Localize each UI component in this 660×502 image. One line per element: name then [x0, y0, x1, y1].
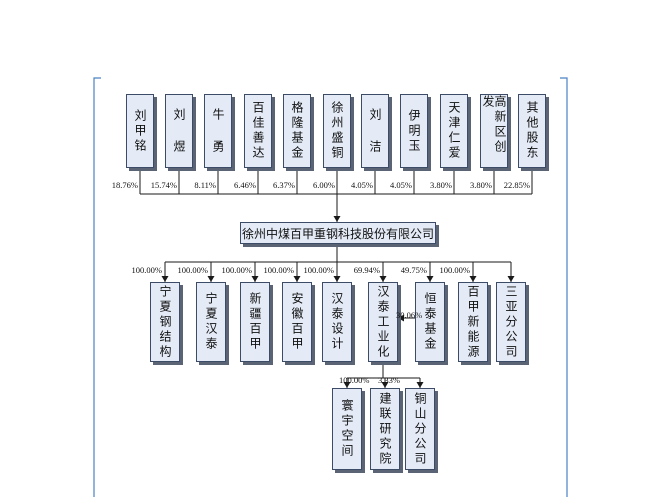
third-level-arrow	[416, 382, 424, 388]
subsidiary-box: 恒泰基金	[415, 282, 445, 362]
subsidiary-pct: 69.94%	[353, 265, 380, 275]
third-level-pct: 3.33%	[378, 375, 400, 385]
subsidiary-pct: 100.00%	[221, 265, 252, 275]
third-level-arrow	[343, 382, 351, 388]
subsidiary-box-label: 宁夏汉泰	[204, 292, 218, 352]
shareholder-pct: 6.46%	[234, 180, 256, 190]
shareholder-box: 徐州盛铜	[323, 94, 351, 168]
subsidiary-box: 汉泰工业化	[368, 282, 398, 362]
subsidiary-box: 三亚分公司	[496, 282, 526, 362]
shareholder-pct: 18.76%	[111, 180, 138, 190]
cross-holding-pct: 30.06%	[396, 310, 423, 320]
shareholder-box-label: 百佳善达	[251, 101, 265, 161]
subsidiary-pct: 100.00%	[439, 265, 470, 275]
shareholder-box: 刘甲铭	[126, 94, 154, 168]
shareholder-box: 牛 勇	[204, 94, 232, 168]
subsidiary-box-label: 汉泰工业化	[376, 284, 390, 360]
subsidiary-box-label: 宁夏钢结构	[158, 284, 172, 360]
third-level-box-label: 铜山分公司	[413, 391, 427, 467]
subsidiary-arrow	[507, 276, 515, 282]
shareholder-pct: 6.37%	[273, 180, 295, 190]
subsidiary-arrow	[207, 276, 215, 282]
right-bracket	[560, 77, 568, 497]
company-box: 徐州中煤百甲重钢科技股份有限公司	[240, 222, 436, 244]
shareholder-box: 伊明玉	[400, 94, 428, 168]
subsidiary-box-label: 百甲新能源	[466, 284, 480, 360]
third-level-box: 铜山分公司	[405, 388, 435, 470]
third-level-pct: 100.00%	[339, 375, 370, 385]
subsidiary-pct: 49.75%	[400, 265, 427, 275]
subsidiary-pct: 100.00%	[177, 265, 208, 275]
shareholder-pct: 3.80%	[470, 180, 492, 190]
shareholder-box: 高新区创发	[480, 94, 508, 168]
shareholder-box-label: 刘 洁	[368, 107, 382, 155]
cross-holding-arrow	[398, 314, 404, 322]
subsidiary-arrow	[293, 276, 301, 282]
shareholder-box: 刘 煜	[165, 94, 193, 168]
shareholder-box-label: 刘 煜	[172, 107, 186, 155]
third-level-box: 建联研究院	[370, 388, 400, 470]
company-arrow	[333, 216, 341, 222]
third-level-arrow	[381, 382, 389, 388]
left-bracket	[93, 77, 101, 497]
shareholder-box-label: 伊明玉	[407, 108, 421, 154]
subsidiary-box: 宁夏钢结构	[150, 282, 180, 362]
subsidiary-box-label: 安徽百甲	[290, 292, 304, 352]
shareholder-box-label: 刘甲铭	[133, 108, 147, 154]
subsidiary-arrow	[426, 276, 434, 282]
third-level-box: 寰宇空间	[332, 388, 362, 470]
shareholder-pct: 3.80%	[430, 180, 452, 190]
subsidiary-arrow	[469, 276, 477, 282]
third-level-box-label: 建联研究院	[378, 391, 392, 467]
subsidiary-arrow	[379, 276, 387, 282]
shareholder-box: 刘 洁	[361, 94, 389, 168]
shareholder-box-label: 高新区创发	[481, 95, 507, 155]
shareholder-pct: 4.05%	[351, 180, 373, 190]
shareholder-box: 百佳善达	[244, 94, 272, 168]
subsidiary-arrow	[161, 276, 169, 282]
subsidiary-box-label: 新疆百甲	[248, 292, 262, 352]
shareholder-box: 格隆基金	[283, 94, 311, 168]
shareholder-pct: 4.05%	[390, 180, 412, 190]
subsidiary-pct: 100.00%	[263, 265, 294, 275]
shareholder-pct: 22.85%	[503, 180, 530, 190]
subsidiary-box-label: 三亚分公司	[504, 284, 518, 360]
shareholder-pct: 15.74%	[150, 180, 177, 190]
shareholder-pct: 8.11%	[194, 180, 216, 190]
subsidiary-box: 汉泰设计	[322, 282, 352, 362]
shareholder-box: 其他股东	[518, 94, 546, 168]
subsidiary-arrow	[251, 276, 259, 282]
subsidiary-box: 新疆百甲	[240, 282, 270, 362]
subsidiary-arrow	[333, 276, 341, 282]
shareholder-box-label: 天津仁爱	[447, 101, 461, 161]
shareholder-box: 天津仁爱	[440, 94, 468, 168]
subsidiary-box: 宁夏汉泰	[196, 282, 226, 362]
subsidiary-pct: 100.00%	[303, 265, 334, 275]
shareholder-pct: 6.00%	[313, 180, 335, 190]
subsidiary-box: 安徽百甲	[282, 282, 312, 362]
shareholder-box-label: 其他股东	[525, 101, 539, 161]
shareholder-box-label: 格隆基金	[290, 101, 304, 161]
third-level-box-label: 寰宇空间	[340, 399, 354, 459]
subsidiary-pct: 100.00%	[131, 265, 162, 275]
subsidiary-box-label: 汉泰设计	[330, 292, 344, 352]
shareholder-box-label: 牛 勇	[211, 107, 225, 155]
subsidiary-box-label: 恒泰基金	[423, 292, 437, 352]
company-name: 徐州中煤百甲重钢科技股份有限公司	[241, 226, 434, 241]
shareholder-box-label: 徐州盛铜	[330, 101, 344, 161]
subsidiary-box: 百甲新能源	[458, 282, 488, 362]
